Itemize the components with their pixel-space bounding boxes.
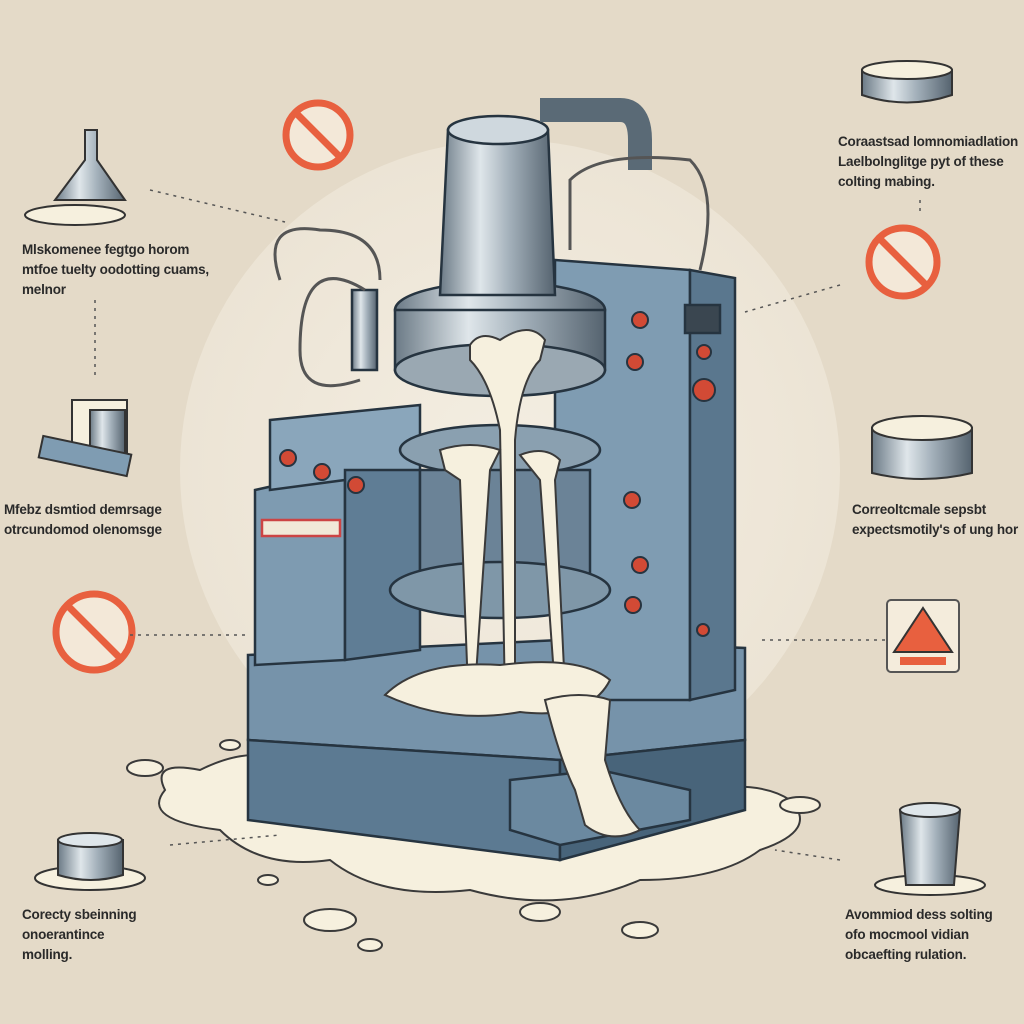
caption-line: Coraastsad lomnomiadlation	[838, 134, 1019, 149]
caption-bottom-right: Avommiod dess solting ofo mocmool vidian…	[845, 905, 993, 965]
caption-middle-right: Correoltcmale sepsbt expectsmotily's of …	[852, 500, 1018, 540]
prohibited-icon	[865, 224, 941, 300]
caption-line: Corecty sbeinning	[22, 907, 137, 922]
caption-line: Mfebz dsmtiod demrsage	[4, 502, 162, 517]
caption-middle-left: Mfebz dsmtiod demrsage otrcundomod oleno…	[4, 500, 162, 540]
warning-sign-icon	[886, 599, 960, 673]
caption-line: Correoltcmale sepsbt	[852, 502, 987, 517]
caption-line: Laelbolnglitge pyt of these	[838, 154, 1004, 169]
caption-line: Mlskomenee fegtgo horom	[22, 242, 190, 257]
funnel-icon	[24, 129, 127, 226]
caption-top-left: Mlskomenee fegtgo horom mtfoe tuelty ood…	[22, 240, 209, 300]
pot-icon	[861, 60, 953, 104]
caption-bottom-left: Corecty sbeinning onoerantince molling.	[22, 905, 137, 965]
machine-label-plate	[260, 518, 342, 538]
stacked-plates-icon	[871, 415, 973, 480]
prohibited-icon	[282, 99, 354, 171]
caption-line: obcaefting rulation.	[845, 947, 967, 962]
prohibited-icon	[52, 590, 136, 674]
caption-line: ofo mocmool vidian	[845, 927, 969, 942]
caption-line: mtfoe tuelty oodotting cuams,	[22, 262, 209, 277]
control-knobs	[279, 311, 716, 637]
bucket-icon	[874, 802, 986, 896]
caption-line: otrcundomod olenomsge	[4, 522, 162, 537]
caption-top-right: Coraastsad lomnomiadlation Laelbolnglitg…	[838, 132, 1018, 192]
caption-line: colting mabing.	[838, 174, 935, 189]
caption-line: onoerantince	[22, 927, 105, 942]
caption-line: molling.	[22, 947, 73, 962]
caption-line: melnor	[22, 282, 66, 297]
pot-icon	[34, 832, 146, 891]
caption-line: expectsmotily's of ung hor	[852, 522, 1019, 537]
leader-lines	[94, 189, 921, 861]
caption-line: Avommiod dess solting	[845, 907, 993, 922]
cheese-pot-icon	[37, 399, 133, 478]
milk-streams	[383, 329, 642, 838]
